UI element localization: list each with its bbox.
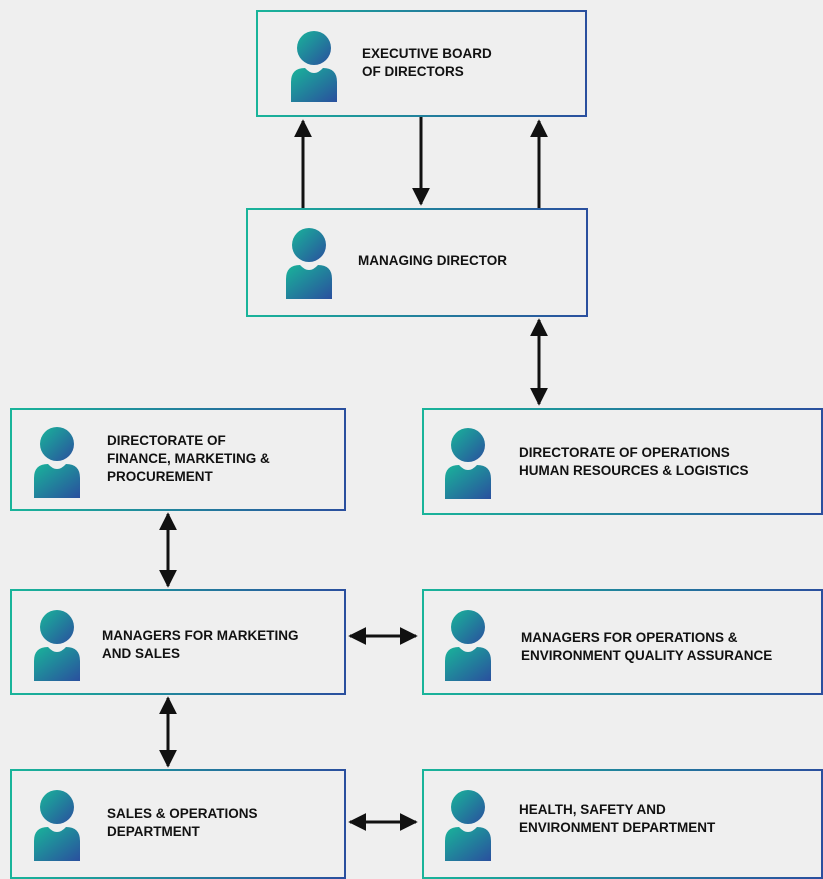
node-managing-director: MANAGING DIRECTOR [246, 208, 588, 317]
person-icon [291, 31, 337, 102]
person-icon [34, 427, 80, 498]
person-icon [34, 790, 80, 861]
node-label: SALES & OPERATIONS DEPARTMENT [107, 806, 258, 839]
person-icon [445, 428, 491, 499]
person-icon [445, 610, 491, 681]
node-directorate-finance: DIRECTORATE OF FINANCE, MARKETING & PROC… [10, 408, 346, 511]
node-hse-department: HEALTH, SAFETY AND ENVIRONMENT DEPARTMEN… [422, 769, 823, 879]
node-sales-operations: SALES & OPERATIONS DEPARTMENT [10, 769, 346, 879]
node-label: EXECUTIVE BOARD OF DIRECTORS [362, 46, 492, 79]
node-managers-operations: MANAGERS FOR OPERATIONS & ENVIRONMENT QU… [422, 589, 823, 695]
person-icon [286, 228, 332, 299]
node-label: MANAGING DIRECTOR [358, 253, 508, 268]
node-executive-board: EXECUTIVE BOARD OF DIRECTORS [256, 10, 587, 117]
node-label: HEALTH, SAFETY AND ENVIRONMENT DEPARTMEN… [519, 802, 716, 835]
node-label: DIRECTORATE OF OPERATIONS HUMAN RESOURCE… [519, 445, 749, 478]
node-label: MANAGERS FOR MARKETING AND SALES [102, 628, 299, 661]
person-icon [34, 610, 80, 681]
node-label: DIRECTORATE OF FINANCE, MARKETING & PROC… [107, 433, 270, 484]
node-label: MANAGERS FOR OPERATIONS & ENVIRONMENT QU… [521, 630, 773, 663]
node-directorate-operations: DIRECTORATE OF OPERATIONS HUMAN RESOURCE… [422, 408, 823, 515]
person-icon [445, 790, 491, 861]
node-managers-marketing: MANAGERS FOR MARKETING AND SALES [10, 589, 346, 695]
